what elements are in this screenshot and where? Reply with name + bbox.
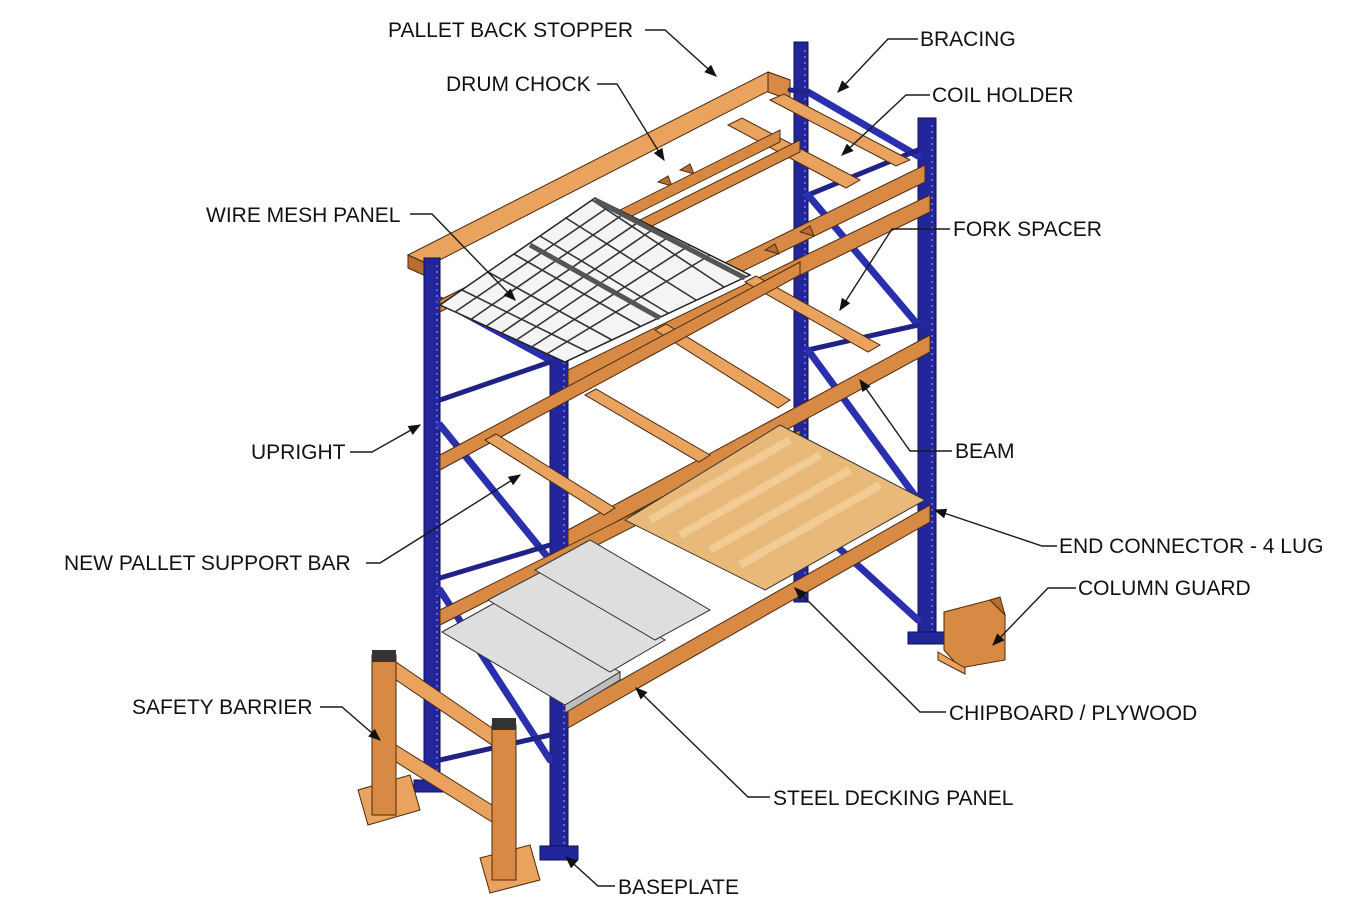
steel-deck-2 [486,569,666,673]
baseplate-back-right [907,631,945,645]
chipboard-panel [623,424,927,591]
label-baseplate: BASEPLATE [618,876,739,899]
callout-safety-barrier: SAFETY BARRIER [132,696,381,741]
bracing-back-top [804,88,922,160]
label-end-connector: END CONNECTOR - 4 LUG [1059,535,1323,558]
callout-wire-mesh-panel: WIRE MESH PANEL [206,204,516,301]
callout-fork-spacer: FORK SPACER [839,218,1102,312]
callout-column-guard: COLUMN GUARD [992,577,1251,646]
fork-spacer [743,275,882,353]
label-beam: BEAM [955,440,1015,463]
label-chipboard-plywood: CHIPBOARD / PLYWOOD [949,702,1197,725]
top-level [559,93,926,293]
label-pallet-back-stopper: PALLET BACK STOPPER [388,19,633,42]
callout-beam: BEAM [859,378,1015,463]
upright-back-right [917,117,937,637]
baseplate-front-right [539,845,579,861]
callout-chipboard: CHIPBOARD / PLYWOOD [794,587,1197,725]
safety-barrier [357,650,541,894]
support-bar-level [439,261,931,549]
callout-coil-holder: COIL HOLDER [841,84,1074,156]
label-drum-chock: DRUM CHOCK [446,73,591,96]
label-new-pallet-support-bar: NEW PALLET SUPPORT BAR [64,552,351,575]
callout-drum-chock: DRUM CHOCK [446,73,665,162]
callout-steel-decking-panel: STEEL DECKING PANEL [635,687,1013,810]
callout-baseplate: BASEPLATE [565,856,739,899]
label-column-guard: COLUMN GUARD [1078,577,1251,600]
beam-mid-back [439,261,801,471]
label-fork-spacer: FORK SPACER [953,218,1102,241]
pallet-support-bar [484,433,616,516]
label-wire-mesh-panel: WIRE MESH PANEL [206,204,400,227]
chipboard-grain [648,436,882,569]
column-guard [937,596,1006,675]
beam-low-front [567,504,931,729]
callout-end-connector: END CONNECTOR - 4 LUG [933,508,1323,558]
label-coil-holder: COIL HOLDER [932,84,1074,107]
wire-mesh-grid [454,197,747,356]
drum-chock [656,175,673,187]
bottom-level [439,424,931,729]
label-safety-barrier: SAFETY BARRIER [132,696,313,719]
rack-structure [357,41,1006,894]
callout-new-pallet-support-bar: NEW PALLET SUPPORT BAR [64,474,522,575]
callout-upright: UPRIGHT [251,424,422,464]
callout-bracing: BRACING [837,28,1016,93]
label-steel-decking-panel: STEEL DECKING PANEL [773,787,1013,810]
beam-mid-front [567,334,931,549]
steel-deck-3 [533,539,712,641]
label-bracing: BRACING [920,28,1016,51]
callout-pallet-back-stopper: PALLET BACK STOPPER [388,19,717,77]
label-upright: UPRIGHT [251,441,346,464]
